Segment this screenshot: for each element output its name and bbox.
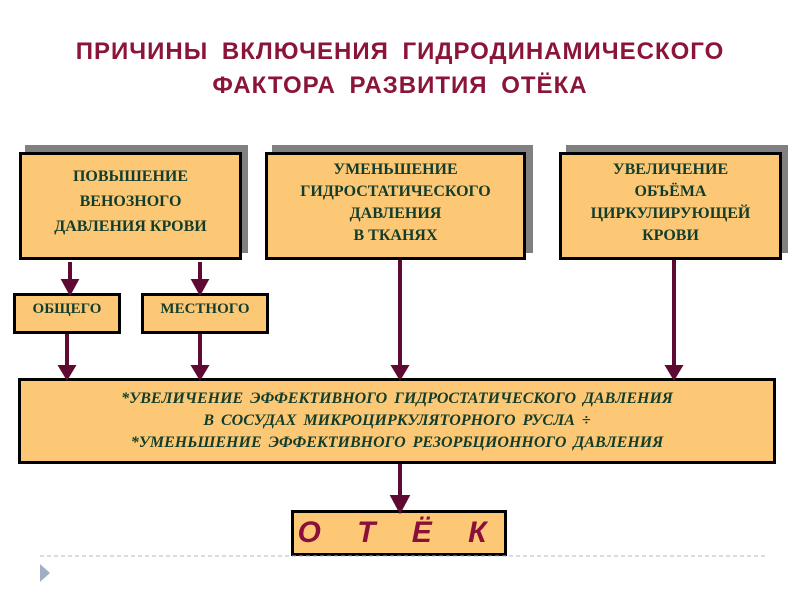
arrowhead [190,279,210,297]
local-box: МЕСТНОГО [141,293,269,334]
title-line-1: ПРИЧИНЫ ВКЛЮЧЕНИЯ ГИДРОДИНАМИЧЕСКОГО [75,38,725,65]
box-text: ПОВЫШЕНИЕ [72,167,189,185]
box-text: ОБЪЁМА [634,183,707,200]
arrowhead [190,365,210,381]
box-text: КРОВИ [642,227,699,244]
box-text: ГИДРОСТАТИЧЕСКОГО [300,183,491,200]
edema-box: О Т Ё К [291,510,507,556]
tissue-hydrostatic-box: УМЕНЬШЕНИЕ ГИДРОСТАТИЧЕСКОГО ДАВЛЕНИЯ В … [265,152,526,260]
box-text: ДАВЛЕНИЯ КРОВИ [54,217,207,235]
general-box: ОБЩЕГО [13,293,121,334]
box-text: В СОСУДАХ МИКРОЦИРКУЛЯТОРНОГО РУСЛА ÷ [203,412,591,429]
box-text: *УВЕЛИЧЕНИЕ ЭФФЕКТИВНОГО ГИДРОСТАТИЧЕСКО… [121,390,673,407]
blood-volume-box: УВЕЛИЧЕНИЕ ОБЪЁМА ЦИРКУЛИРУЮЩЕЙ КРОВИ [559,152,782,260]
edema-label: О Т Ё К [297,516,501,549]
box-text: ДАВЛЕНИЯ [349,205,442,222]
arrowhead [664,365,684,381]
venous-pressure-box: ПОВЫШЕНИЕ ВЕНОЗНОГО ДАВЛЕНИЯ КРОВИ [19,152,242,260]
title-line-2: ФАКТОРА РАЗВИТИЯ ОТЁКА [212,72,588,99]
box-text: *УМЕНЬШЕНИЕ ЭФФЕКТИВНОГО РЕЗОРБЦИОННОГО … [130,434,664,451]
arrowhead [390,365,410,381]
arrowhead [57,365,77,381]
box-text: УВЕЛИЧЕНИЕ [612,161,729,178]
box-text: ЦИРКУЛИРУЮЩЕЙ [590,205,751,222]
box-text: УМЕНЬШЕНИЕ [333,161,458,178]
box-text: ВЕНОЗНОГО [79,192,182,210]
arrowhead [60,279,80,297]
effective-pressure-box: *УВЕЛИЧЕНИЕ ЭФФЕКТИВНОГО ГИДРОСТАТИЧЕСКО… [18,378,776,464]
arrowhead [389,495,411,515]
bullet-triangle-icon [40,564,50,582]
box-text: В ТКАНЯХ [353,227,438,244]
box-text: МЕСТНОГО [160,301,250,317]
box-text: ОБЩЕГО [32,301,102,317]
